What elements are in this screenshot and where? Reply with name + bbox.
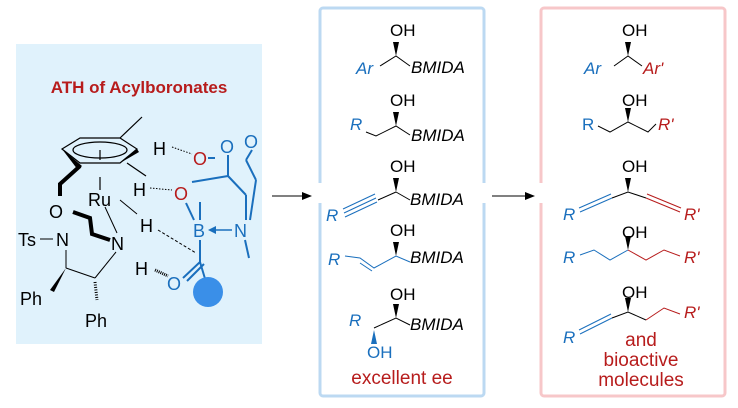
svg-text:BMIDA: BMIDA xyxy=(411,126,465,145)
svg-text:Ar': Ar' xyxy=(642,59,664,78)
svg-text:bioactive: bioactive xyxy=(604,350,679,371)
excellent-ee-caption: excellent ee xyxy=(351,368,452,389)
box-gap xyxy=(479,183,491,203)
h-label: H xyxy=(153,139,166,159)
h-bond xyxy=(154,268,169,278)
wedge-bond xyxy=(62,149,82,170)
svg-text:OH: OH xyxy=(622,157,648,176)
h-label: H xyxy=(140,216,153,236)
nitrogen-label: N xyxy=(234,221,247,241)
middle-items: OH Ar BMIDA OH R BMIDA OH R BMIDA OH R B… xyxy=(326,21,465,362)
hydride-transfer xyxy=(157,229,197,254)
svg-text:R: R xyxy=(326,206,338,225)
oxygen-label: O xyxy=(49,202,63,222)
boron-label: B xyxy=(193,221,205,241)
mida-ligand xyxy=(182,149,257,283)
h-bond xyxy=(171,146,193,155)
svg-text:and: and xyxy=(625,330,657,351)
hash-bond xyxy=(93,281,99,301)
svg-text:R': R' xyxy=(684,303,700,322)
svg-text:OH: OH xyxy=(390,91,416,110)
ru-h-bond xyxy=(119,199,138,215)
box-gap xyxy=(535,183,547,203)
phenyl-label: Ph xyxy=(85,311,107,331)
svg-text:molecules: molecules xyxy=(598,370,684,391)
svg-text:BMIDA: BMIDA xyxy=(410,190,464,209)
oxygen-label: O xyxy=(244,132,258,152)
svg-text:Ar: Ar xyxy=(355,59,374,78)
svg-text:OH: OH xyxy=(367,343,393,362)
arrowhead xyxy=(302,192,312,200)
svg-text:R': R' xyxy=(684,248,700,267)
right-items: OH Ar Ar' OH R R' OH R R' OH R R' OH R R… xyxy=(563,21,700,347)
h-label: H xyxy=(135,259,148,279)
svg-text:BMIDA: BMIDA xyxy=(411,58,465,77)
svg-text:OH: OH xyxy=(622,283,648,302)
substituent-circle xyxy=(193,277,223,307)
svg-text:R: R xyxy=(350,115,362,134)
svg-text:R: R xyxy=(349,311,361,330)
panel-title: ATH of Acylboronates xyxy=(51,78,228,97)
box-gap xyxy=(314,183,326,203)
svg-text:R: R xyxy=(563,248,575,267)
phenyl-label: Ph xyxy=(20,289,42,309)
wedge-bond xyxy=(120,149,139,163)
ru-n-bond xyxy=(104,206,118,234)
svg-text:OH: OH xyxy=(390,21,416,40)
h-bond xyxy=(149,187,173,191)
svg-text:R: R xyxy=(563,205,575,224)
oxygen-label: O xyxy=(193,149,207,169)
h-label: H xyxy=(133,180,146,200)
svg-text:BMIDA: BMIDA xyxy=(410,315,464,334)
svg-text:OH: OH xyxy=(390,221,416,240)
ts-label: Ts xyxy=(18,230,36,250)
oxygen-label: O xyxy=(174,184,188,204)
ruthenium-label: Ru xyxy=(88,190,111,210)
svg-text:OH: OH xyxy=(390,157,416,176)
svg-text:R: R xyxy=(563,328,575,347)
svg-text:OH: OH xyxy=(390,285,416,304)
svg-text:Ar: Ar xyxy=(583,59,602,78)
nitrogen-label: N xyxy=(111,234,124,254)
svg-text:OH: OH xyxy=(622,21,648,40)
oxygen-label: O xyxy=(220,137,234,157)
nitrogen-label: N xyxy=(56,230,69,250)
diamine-backbone xyxy=(65,250,117,279)
ethylene-bridge xyxy=(72,210,111,242)
arrowhead xyxy=(208,226,216,234)
svg-text:R: R xyxy=(582,115,594,134)
arrowhead xyxy=(525,192,535,200)
svg-text:OH: OH xyxy=(622,91,648,110)
svg-text:R: R xyxy=(328,250,340,269)
svg-text:R': R' xyxy=(658,115,674,134)
wedge-bond xyxy=(50,268,66,292)
svg-text:BMIDA: BMIDA xyxy=(410,248,464,267)
svg-text:R': R' xyxy=(684,205,700,224)
oxygen-label: O xyxy=(167,274,181,294)
linker-bond xyxy=(58,164,82,196)
bioactive-caption: and bioactive molecules xyxy=(598,330,684,391)
